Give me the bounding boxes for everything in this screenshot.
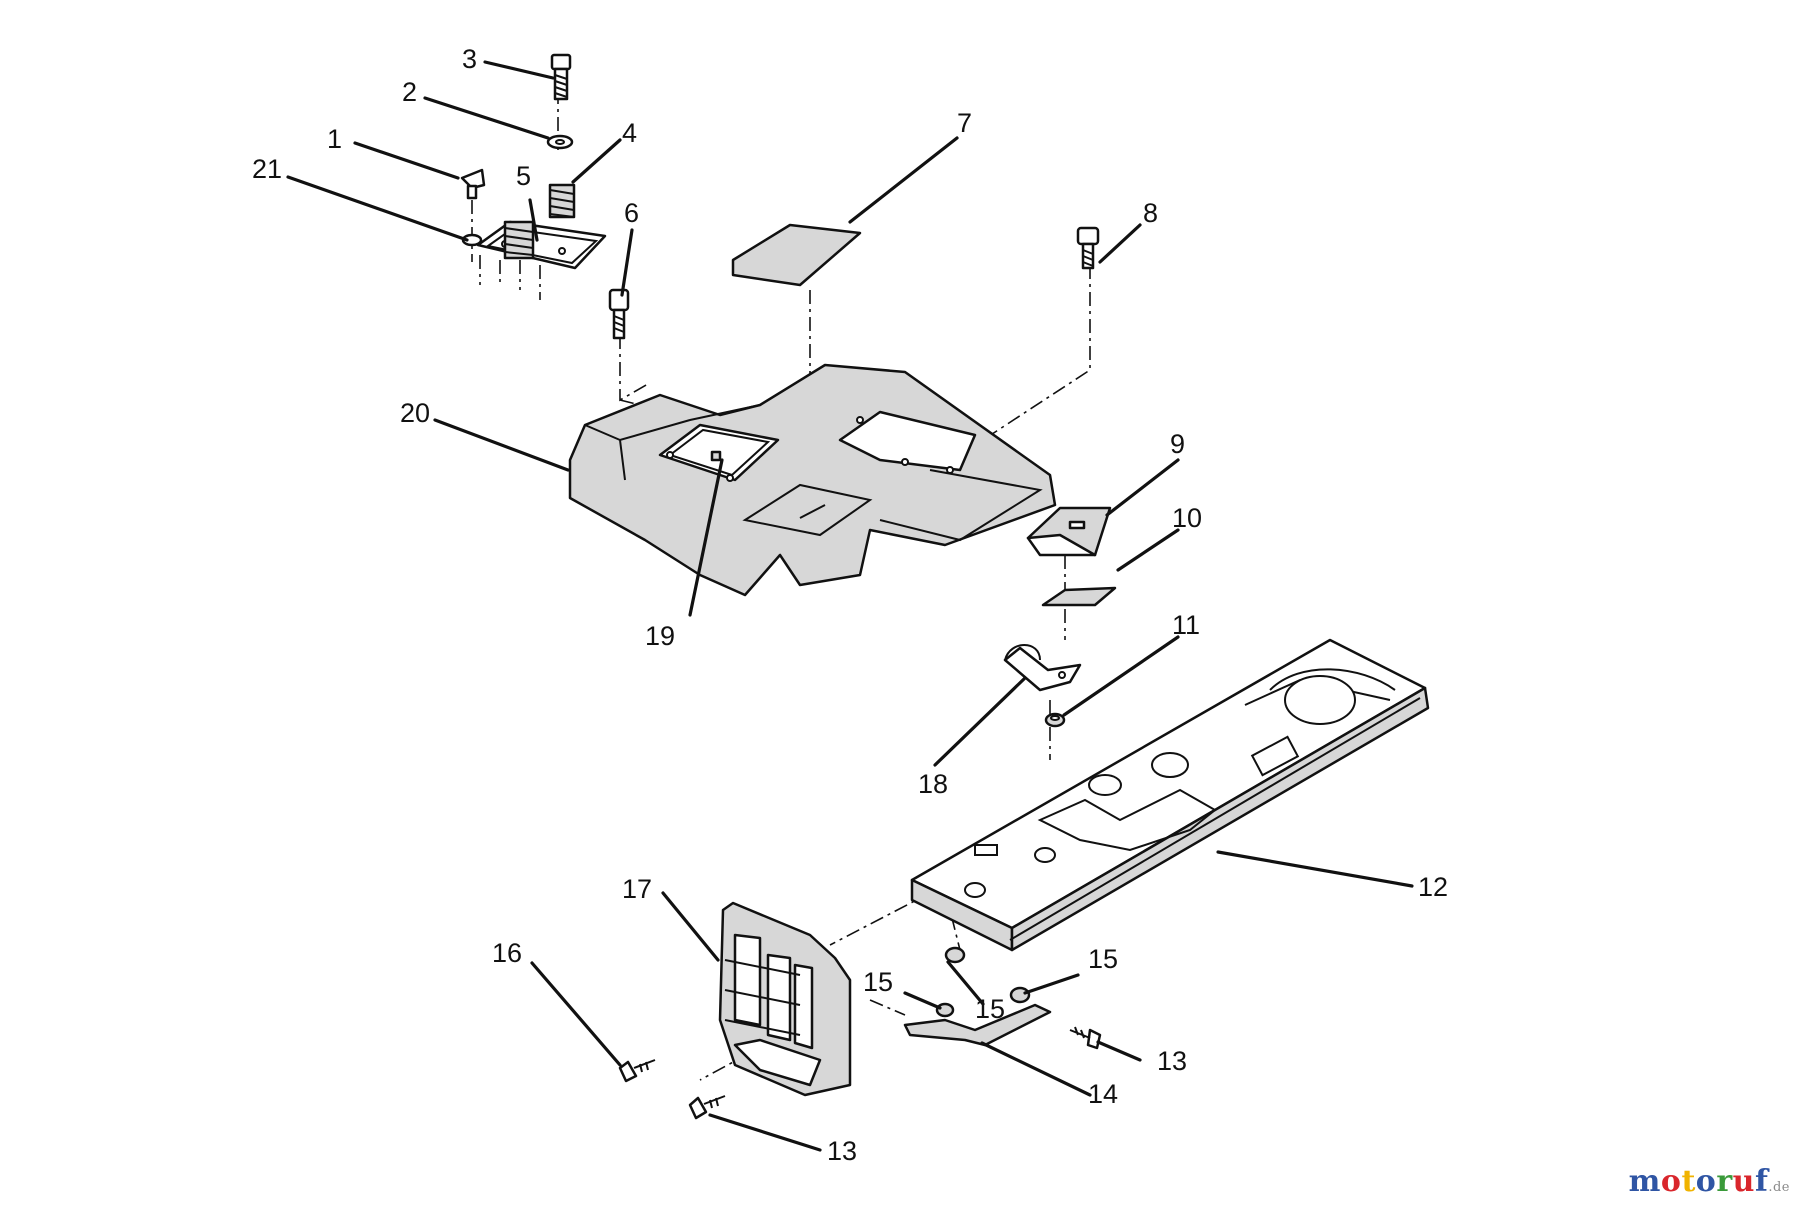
- watermark-letter: o: [1660, 1164, 1682, 1199]
- callout-11: 11: [1172, 610, 1200, 640]
- callout-18: 18: [918, 769, 948, 799]
- callout-16: 16: [492, 938, 522, 968]
- callout-9: 9: [1170, 429, 1185, 459]
- nut-part-11: [1044, 712, 1066, 728]
- bolt-part-6: [608, 288, 630, 340]
- watermark-letter: o: [1695, 1164, 1717, 1199]
- callout-8: 8: [1143, 198, 1158, 228]
- callout-10: 10: [1172, 503, 1202, 533]
- bolt-part-16: [618, 1059, 656, 1083]
- bracket-part-9: [1026, 506, 1112, 557]
- motoruf-watermark: motoruf.de: [1629, 1164, 1790, 1199]
- callout-13-bottom: 13: [827, 1136, 857, 1166]
- watermark-letter: m: [1628, 1164, 1661, 1199]
- body-fender-part-20: [568, 363, 1057, 597]
- bolt-part-8: [1076, 226, 1100, 270]
- watermark-letter: r: [1716, 1164, 1733, 1199]
- callout-15-right: 15: [1088, 944, 1118, 974]
- callout-14: 14: [1088, 1079, 1118, 1109]
- decal-part-7: [731, 223, 862, 287]
- callout-4: 4: [622, 118, 637, 148]
- leader-lines: [286, 60, 1414, 1152]
- watermark-suffix: .de: [1768, 1180, 1790, 1195]
- frame-part-12: [910, 638, 1430, 952]
- callout-21: 21: [252, 154, 282, 184]
- callout-labels: 3 2 4 1 21 5 6 7 8 20 19 9 10 11 18 12 1…: [252, 44, 1448, 1166]
- callout-7: 7: [957, 108, 972, 138]
- plate-part-10: [1041, 586, 1117, 607]
- callout-6: 6: [624, 198, 639, 228]
- front-panel-part-17: [718, 901, 852, 1097]
- callout-15-middle: 15: [975, 994, 1005, 1024]
- spring-part-4: [548, 183, 576, 219]
- callout-5: 5: [516, 161, 531, 191]
- watermark-letter: t: [1681, 1164, 1696, 1199]
- callout-12: 12: [1418, 872, 1448, 902]
- clip-part-18: [1003, 644, 1082, 692]
- callout-19: 19: [645, 621, 675, 651]
- bracket-part-14: [903, 1003, 1052, 1047]
- watermark-letter: f: [1754, 1164, 1769, 1199]
- bolts-part-13: [688, 1026, 1102, 1120]
- callout-17: 17: [622, 874, 652, 904]
- washer-part-2: [546, 134, 574, 150]
- callout-3: 3: [462, 44, 477, 74]
- callout-1: 1: [327, 124, 342, 154]
- watermark-letter: u: [1732, 1164, 1755, 1199]
- bolt-part-3: [550, 53, 572, 101]
- callout-13-right: 13: [1157, 1046, 1187, 1076]
- wing-nut-part-1: [460, 168, 486, 200]
- callout-15-left: 15: [863, 967, 893, 997]
- callout-2: 2: [402, 77, 417, 107]
- callout-20: 20: [400, 398, 430, 428]
- nuts-part-15: [935, 946, 1031, 1018]
- mounting-plate-part-5: [476, 220, 607, 270]
